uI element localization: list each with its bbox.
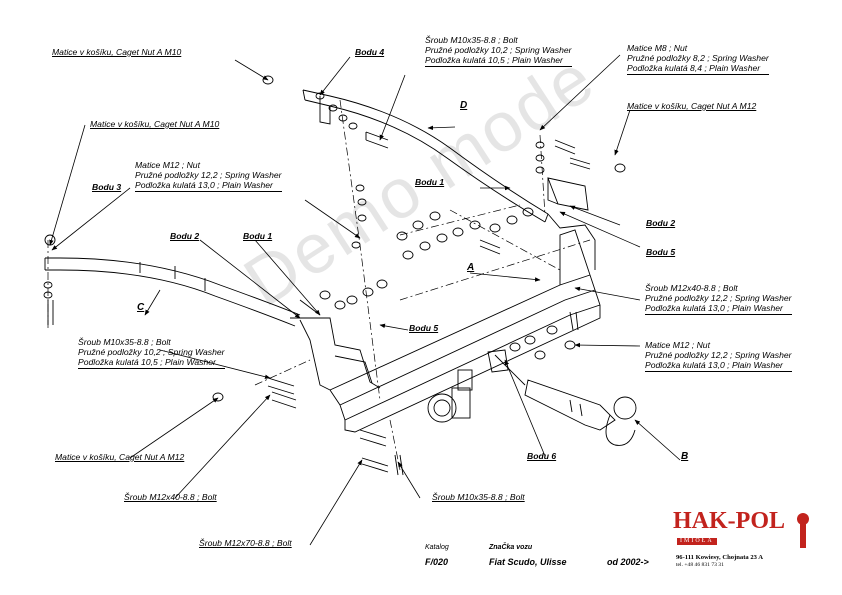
vehicle-name: Fiat Scudo, Ulisse <box>489 557 567 567</box>
block-left-bolt: Šroub M10x35-8.8 ; Bolt Pružné podložky … <box>78 337 225 369</box>
block-line: Podložka kulatá 10,5 ; Plain Washer <box>425 55 563 66</box>
label-bodu-6: Bodu 6 <box>527 451 557 461</box>
label-bodu-5-mid: Bodu 5 <box>409 323 439 333</box>
hak-pol-logo: HAK-POL <box>673 508 785 534</box>
block-line: Pružné podložky 12,2 ; Spring Washer <box>135 170 282 181</box>
block-line: Matice M8 ; Nut <box>627 43 688 53</box>
logo-address: 96-111 Kowiesy, Chojnata 23 A <box>676 554 764 561</box>
block-line: Pružné podložky 12,2 ; Spring Washer <box>645 350 792 361</box>
bolts <box>47 131 591 476</box>
label-letter-b: B <box>681 451 689 462</box>
bar-c <box>44 257 301 327</box>
block-line: Matice M12 ; Nut <box>135 160 200 170</box>
crossbar-a <box>290 213 601 433</box>
block-line: Podložka kulatá 13,0 ; Plain Washer <box>135 180 273 191</box>
block-top-right: Matice M8 ; Nut Pružné podložky 8,2 ; Sp… <box>627 43 769 75</box>
block-line: Podložka kulatá 10,5 ; Plain Washer <box>78 357 216 368</box>
hitch-plate <box>487 349 526 386</box>
block-line: Podložka kulatá 8,4 ; Plain Washer <box>627 63 761 74</box>
label-caget-nut-m12-right: Matice v košíku, Caget Nut A M12 <box>627 101 757 111</box>
label-letter-d: D <box>460 100 468 111</box>
axis-lines <box>47 99 591 471</box>
block-line: Pružné podložky 10,2 ; Spring Washer <box>78 347 225 358</box>
label-bodu-2-right: Bodu 2 <box>646 218 676 228</box>
block-line: Podložka kulatá 13,0 ; Plain Washer <box>645 303 783 314</box>
block-line: Šroub M12x40-8.8 ; Bolt <box>645 283 738 293</box>
label-caget-nut-m10-top: Matice v košíku, Caget Nut A M10 <box>52 47 182 57</box>
katalog-label: Katalog <box>425 544 449 551</box>
label-bodu-5-right: Bodu 5 <box>646 247 676 257</box>
block-line: Pružné podložky 8,2 ; Spring Washer <box>627 53 769 64</box>
label-caget-nut-m10-mid: Matice v košíku, Caget Nut A M10 <box>90 119 220 129</box>
label-bolt-m10x35-bottom: Šroub M10x35-8.8 ; Bolt <box>432 492 525 502</box>
label-letter-c: C <box>137 302 145 313</box>
towball-logo-icon <box>797 513 809 548</box>
block-line: Šroub M10x35-8.8 ; Bolt <box>78 337 171 347</box>
block-right-bolt: Šroub M12x40-8.8 ; Bolt Pružné podložky … <box>645 283 792 315</box>
block-right-nut: Matice M12 ; Nut Pružné podložky 12,2 ; … <box>645 340 792 372</box>
label-bodu-4: Bodu 4 <box>355 47 385 57</box>
bar-d <box>302 89 549 223</box>
label-bodu-1-top: Bodu 1 <box>415 177 445 187</box>
block-top-center: Šroub M10x35-8.8 ; Bolt Pružné podložky … <box>425 35 572 67</box>
towball-b <box>524 379 637 446</box>
right-bracket <box>547 177 589 211</box>
logo-subtitle: IMIOŁA <box>677 538 717 545</box>
socket <box>427 369 473 423</box>
block-line: Matice M12 ; Nut <box>645 340 710 350</box>
label-bodu-2-left: Bodu 2 <box>170 231 200 241</box>
brand-label: ZnaČka vozu <box>489 544 533 551</box>
label-letter-a: A <box>467 262 475 273</box>
label-bodu-3: Bodu 3 <box>92 182 122 192</box>
block-line: Pružné podložky 10,2 ; Spring Washer <box>425 45 572 56</box>
label-bodu-1-left: Bodu 1 <box>243 231 273 241</box>
logo-phone: tel. +48 46 831 73 31 <box>676 562 724 568</box>
block-line: Šroub M10x35-8.8 ; Bolt <box>425 35 518 45</box>
label-caget-nut-m12-bottom: Matice v košíku, Caget Nut A M12 <box>55 452 185 462</box>
block-line: Pružné podložky 12,2 ; Spring Washer <box>645 293 792 304</box>
katalog-value: F/020 <box>425 557 449 567</box>
label-bolt-m12x70: Šroub M12x70-8.8 ; Bolt <box>199 538 292 548</box>
vehicle-year: od 2002-> <box>607 557 649 567</box>
block-mid-left-m12: Matice M12 ; Nut Pružné podložky 12,2 ; … <box>135 160 282 192</box>
block-line: Podložka kulatá 13,0 ; Plain Washer <box>645 360 783 371</box>
label-bolt-m12x40-bottom: Šroub M12x40-8.8 ; Bolt <box>124 492 217 502</box>
